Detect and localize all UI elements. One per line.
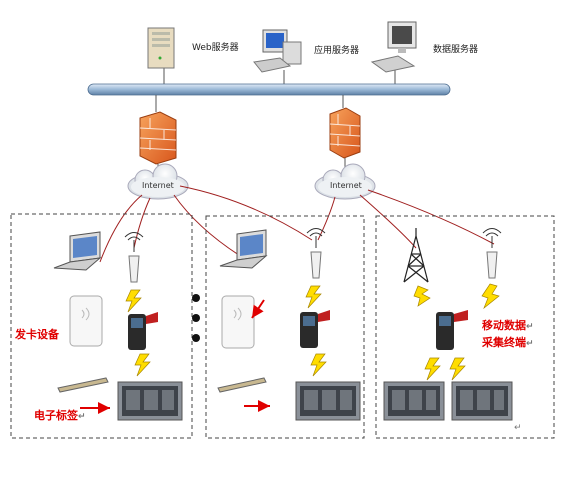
desktop-server-icon [370, 21, 417, 73]
site-box-right [375, 215, 555, 439]
app-server-label: 应用服务器 [314, 46, 360, 56]
tower-server-icon [147, 27, 175, 69]
cloud-links [157, 158, 346, 172]
rfid-tag-icon [217, 377, 267, 393]
machine-photo-icon [383, 381, 445, 421]
lightning-icon [125, 283, 500, 381]
card-issuer-icon [69, 295, 103, 347]
ellipsis-dots [192, 294, 200, 342]
server-connectors [163, 68, 396, 84]
internet-label-right: Internet [330, 181, 362, 190]
cell-tower-icon [403, 228, 429, 283]
rfid-tag-icon [57, 377, 109, 393]
handheld-terminal-icon [300, 310, 330, 348]
firewall-icon [139, 111, 177, 165]
mobile-terminal-label-line1: 移动数据↵ [482, 319, 534, 332]
handheld-terminal-icon [128, 312, 158, 350]
site-box-middle [205, 215, 365, 439]
cloud-icon [127, 163, 189, 200]
firewall-links [155, 95, 344, 112]
backbone-bus [87, 83, 451, 96]
card-issuer-icon [221, 295, 255, 349]
electronic-tag-label: 电子标签↵ [34, 409, 86, 422]
antenna-reader-icon [124, 232, 144, 283]
machine-photo-icon [117, 381, 183, 421]
workstation-icon [253, 29, 302, 73]
laptop-icon [219, 229, 268, 269]
firewall-icon [329, 107, 361, 159]
arrow-icon [80, 299, 270, 414]
laptop-icon [53, 231, 102, 271]
handheld-terminal-icon [436, 310, 468, 350]
mobile-terminal-label-line2: 采集终端↵ [482, 336, 534, 349]
antenna-reader-icon [482, 228, 502, 279]
machine-photo-icon [295, 381, 361, 421]
web-server-label: Web服务器 [192, 43, 239, 53]
antenna-reader-icon [306, 228, 326, 279]
internet-label-left: Internet [142, 181, 174, 190]
return-mark: ↵ [514, 423, 522, 433]
machine-photo-icon [451, 381, 513, 421]
cloud-icon [314, 163, 376, 200]
data-server-label: 数据服务器 [433, 45, 479, 55]
card-device-label: 发卡设备 [15, 328, 59, 341]
